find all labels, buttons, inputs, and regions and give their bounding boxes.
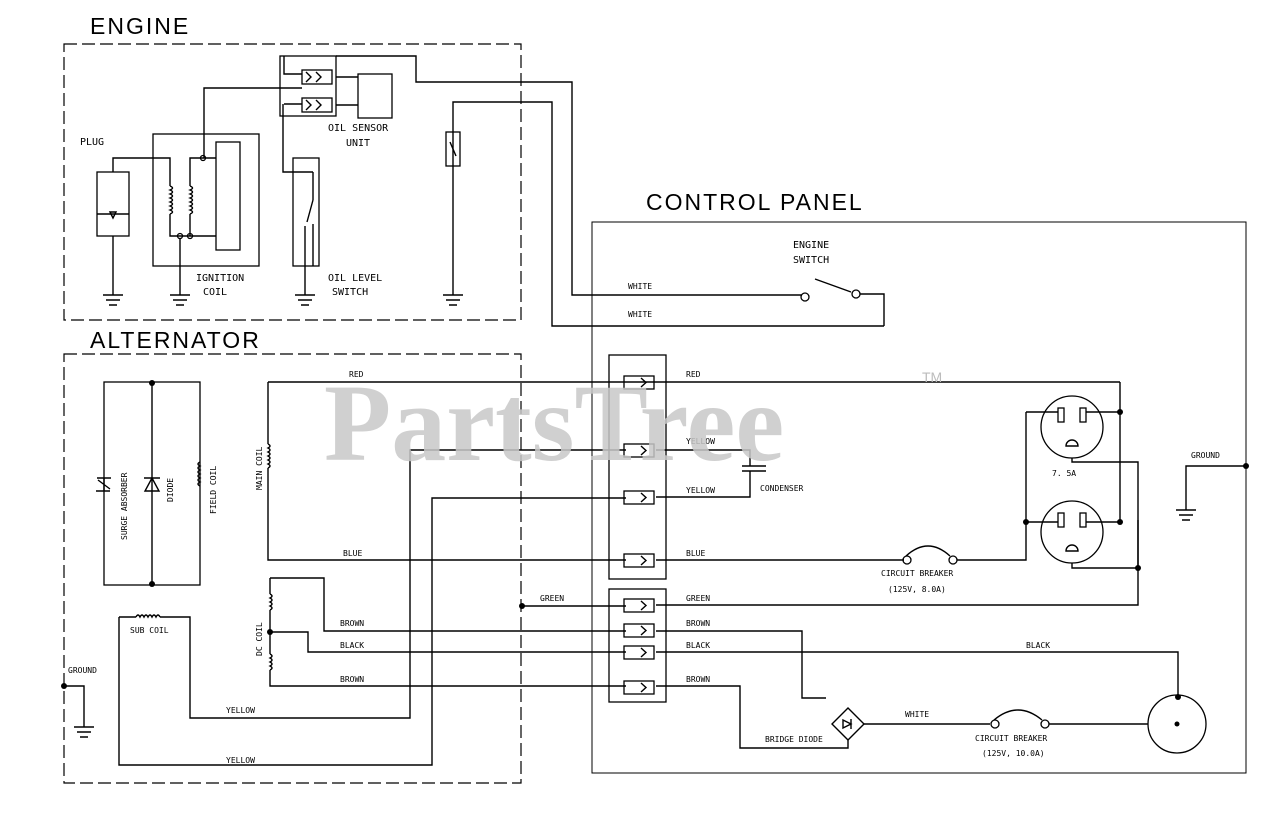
oil-sensor-label-2: UNIT xyxy=(346,138,370,149)
circuit-breaker-1-label-1: CIRCUIT BREAKER xyxy=(881,569,953,578)
red-wire-label-left: RED xyxy=(349,370,364,379)
control-panel-ground xyxy=(1176,463,1249,521)
alternator-section-title: ALTERNATOR xyxy=(90,327,261,353)
yellow-wire-label-left-2: YELLOW xyxy=(226,756,255,765)
terminal-block-lower xyxy=(608,588,667,703)
oil-sensor-label-1: OIL SENSOR xyxy=(328,123,389,134)
engine-section-border xyxy=(63,43,522,321)
engine-switch xyxy=(800,278,885,326)
plug-label: PLUG xyxy=(80,137,104,148)
sub-coil-label: SUB COIL xyxy=(130,626,169,635)
diode-label: DIODE xyxy=(166,478,175,502)
black-wire-label-right: BLACK xyxy=(686,641,710,650)
surge-absorber-label: SURGE ABSORBER xyxy=(120,472,129,540)
blue-wire-label-right: BLUE xyxy=(686,549,705,558)
white-wire-label-dc: WHITE xyxy=(905,710,929,719)
alternator-ground xyxy=(61,683,94,738)
dc-coil xyxy=(267,577,626,687)
yellow-wire-label-right-1: YELLOW xyxy=(686,437,715,446)
ignition-coil-label-1: IGNITION xyxy=(196,273,244,284)
receptacle-upper xyxy=(1025,382,1123,520)
circuit-breaker-2-label-2: (125V, 10.0A) xyxy=(982,749,1045,758)
yellow-wire-label-right-2: YELLOW xyxy=(686,486,715,495)
oil-level-switch xyxy=(292,157,320,295)
main-coil xyxy=(266,381,656,561)
engine-switch-label-1: ENGINE xyxy=(793,240,829,251)
blue-wire xyxy=(656,523,1027,565)
sub-coil xyxy=(118,449,626,766)
spark-plug xyxy=(96,171,130,295)
ignition-coil-label-2: COIL xyxy=(203,287,227,298)
blue-wire-label-left: BLUE xyxy=(343,549,362,558)
engine-switch-label-2: SWITCH xyxy=(793,255,829,266)
field-coil-assembly xyxy=(96,380,202,587)
partstree-watermark: PartsTree xyxy=(324,362,784,484)
white-wire-label-1: WHITE xyxy=(628,282,652,291)
brown-wire-label-right-2: BROWN xyxy=(686,675,710,684)
dc-coil-label: DC COIL xyxy=(255,622,264,656)
green-wire-label-right: GREEN xyxy=(686,594,710,603)
bridge-diode-label: BRIDGE DIODE xyxy=(765,735,823,744)
yellow-wires-condenser xyxy=(656,449,766,498)
control-panel-ground-label: GROUND xyxy=(1191,451,1220,460)
brown-wire-label-right-1: BROWN xyxy=(686,619,710,628)
terminal-block-upper xyxy=(608,354,667,580)
oil-level-switch-label-2: SWITCH xyxy=(332,287,368,298)
receptacle-lower xyxy=(1023,458,1141,571)
control-panel-border xyxy=(591,221,1247,774)
oil-level-switch-label-1: OIL LEVEL xyxy=(328,273,382,284)
field-coil-label: FIELD COIL xyxy=(209,466,218,514)
white-wire-label-2: WHITE xyxy=(628,310,652,319)
oil-sensor-unit xyxy=(203,55,393,173)
engine-grounds xyxy=(103,294,463,306)
control-panel-title: CONTROL PANEL xyxy=(646,189,864,215)
green-wire-label-left: GREEN xyxy=(540,594,564,603)
engine-section-title: ENGINE xyxy=(90,13,190,39)
white-wire-engine xyxy=(336,55,802,296)
black-wire-label-left: BLACK xyxy=(340,641,364,650)
condenser-label: CONDENSER xyxy=(760,484,804,493)
main-coil-label: MAIN COIL xyxy=(255,446,264,490)
alternator-ground-label: GROUND xyxy=(68,666,97,675)
engine-kill-element xyxy=(445,101,884,327)
bridge-diode xyxy=(656,630,1148,749)
dc-receptacle xyxy=(656,651,1207,754)
circuit-breaker-2-label-1: CIRCUIT BREAKER xyxy=(975,734,1047,743)
green-wire xyxy=(519,520,1139,609)
receptacle-rating-label: 7. 5A xyxy=(1052,469,1076,478)
brown-wire-label-left-2: BROWN xyxy=(340,675,364,684)
brown-wire-label-left-1: BROWN xyxy=(340,619,364,628)
trademark-mark: TM xyxy=(922,369,942,385)
ignition-coil xyxy=(112,133,260,295)
yellow-wire-label-left-1: YELLOW xyxy=(226,706,255,715)
alternator-section-border xyxy=(63,353,522,784)
black-wire-label-dc: BLACK xyxy=(1026,641,1050,650)
red-wire-label-right: RED xyxy=(686,370,701,379)
circuit-breaker-1-label-2: (125V, 8.0A) xyxy=(888,585,946,594)
